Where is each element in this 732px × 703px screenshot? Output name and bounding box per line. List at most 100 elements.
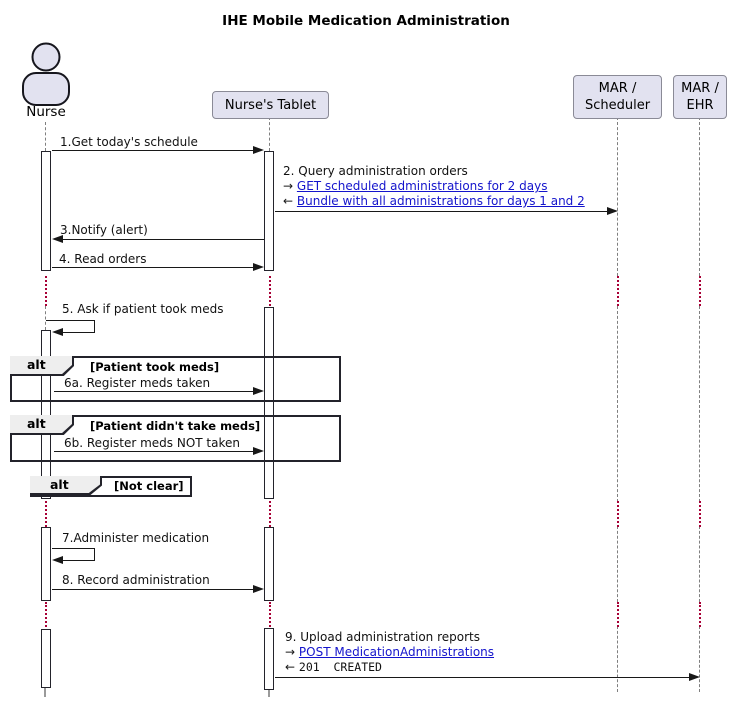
delay-dots xyxy=(699,501,701,527)
message-7-arrow xyxy=(63,560,95,561)
message-6b-arrowhead xyxy=(253,447,264,455)
message-4-arrow xyxy=(52,267,254,268)
ehr-lifeline xyxy=(699,526,700,602)
ehr-lifeline xyxy=(699,626,700,692)
nurse-lifeline xyxy=(45,306,46,330)
alt-keyword: alt xyxy=(27,416,46,431)
delay-dots xyxy=(45,501,47,527)
scheduler-lifeline xyxy=(617,626,618,692)
ehr-lifeline xyxy=(699,117,700,276)
message-5-arrowhead xyxy=(52,328,63,336)
message-9-request-link[interactable]: POST MedicationAdministrations xyxy=(298,645,495,659)
tablet-activation xyxy=(264,151,274,271)
alt-frame-didnt-take-meds: alt [Patient didn't take meds] xyxy=(10,415,341,462)
message-3-arrowhead xyxy=(52,235,63,243)
alt-condition: [Not clear] xyxy=(114,479,184,493)
message-5-arrow xyxy=(94,320,95,333)
participant-scheduler-label-2: Scheduler xyxy=(584,98,651,113)
message-6a-arrowhead xyxy=(253,387,264,395)
message-9-arrow xyxy=(275,677,689,678)
delay-dots xyxy=(617,602,619,627)
delay-dots xyxy=(617,501,619,527)
tablet-lifeline xyxy=(269,117,270,151)
message-1-arrowhead xyxy=(253,146,264,154)
delay-dots xyxy=(45,276,47,306)
nurse-lifeline-end xyxy=(44,688,46,697)
tablet-activation xyxy=(264,527,274,601)
message-9-title: 9. Upload administration reports xyxy=(285,630,481,644)
alt-frame-not-clear: alt [Not clear] xyxy=(30,476,192,497)
nurse-actor-icon xyxy=(22,42,70,106)
message-2-arrowhead xyxy=(607,207,618,215)
message-8-label: 8. Record administration xyxy=(62,573,210,587)
message-4-label: 4. Read orders xyxy=(59,252,147,266)
participant-ehr-label-1: MAR / xyxy=(681,81,719,96)
message-6a-arrow xyxy=(54,391,254,392)
message-2-response-link[interactable]: Bundle with all administrations for days… xyxy=(296,194,585,208)
alt-frame-took-meds: alt [Patient took meds] xyxy=(10,356,341,402)
message-6a-label: 6a. Register meds taken xyxy=(64,376,211,390)
message-9-response-code: 201 CREATED xyxy=(298,660,382,674)
message-7-arrowhead xyxy=(52,556,63,564)
message-1-arrow xyxy=(52,150,254,151)
scheduler-lifeline xyxy=(617,526,618,602)
delay-dots xyxy=(699,602,701,627)
participant-tablet-label: Nurse's Tablet xyxy=(224,97,317,113)
message-4-arrowhead xyxy=(253,263,264,271)
message-5-arrow xyxy=(46,320,95,321)
alt-frame-pentagon: alt xyxy=(10,356,74,376)
message-6b-label: 6b. Register meds NOT taken xyxy=(64,436,240,450)
message-2-request-link[interactable]: GET scheduled administrations for 2 days xyxy=(296,179,548,193)
message-7-label: 7.Administer medication xyxy=(62,531,210,545)
alt-keyword: alt xyxy=(27,357,46,372)
tablet-lifeline-end xyxy=(268,689,270,697)
participant-scheduler-label-1: MAR / xyxy=(598,81,637,96)
message-6b-arrow xyxy=(54,451,254,452)
nurse-activation xyxy=(41,629,51,688)
alt-condition: [Patient didn't take meds] xyxy=(90,419,261,433)
delay-dots xyxy=(269,501,271,527)
message-5-label: 5. Ask if patient took meds xyxy=(62,302,224,316)
message-5-arrow xyxy=(63,332,95,333)
message-9-label: 9. Upload administration reports → POST … xyxy=(285,630,494,675)
message-3-arrow xyxy=(63,239,264,240)
message-1-label: 1.Get today's schedule xyxy=(60,135,198,149)
request-arrow-icon: → xyxy=(285,645,296,659)
nurse-activation xyxy=(41,527,51,601)
response-arrow-icon: ← xyxy=(283,194,294,208)
participant-ehr-label-2: EHR xyxy=(686,98,714,113)
nurse-activation xyxy=(41,151,51,271)
tablet-activation xyxy=(264,307,274,499)
message-8-arrowhead xyxy=(253,585,264,593)
response-arrow-icon: ← xyxy=(285,660,296,674)
scheduler-lifeline xyxy=(617,306,618,502)
participant-scheduler: MAR / Scheduler xyxy=(573,75,662,119)
diagram-title: IHE Mobile Medication Administration xyxy=(222,13,510,29)
message-2-label: 2. Query administration orders → GET sch… xyxy=(283,164,585,209)
delay-dots xyxy=(269,276,271,306)
nurse-lifeline xyxy=(45,122,46,151)
ehr-lifeline xyxy=(699,306,700,502)
delay-dots xyxy=(617,276,619,306)
message-7-arrow xyxy=(94,548,95,561)
message-3-label: 3.Notify (alert) xyxy=(60,223,148,237)
alt-frame-pentagon: alt xyxy=(30,476,102,495)
message-2-arrow xyxy=(275,211,607,212)
delay-dots xyxy=(699,276,701,306)
alt-frame-pentagon: alt xyxy=(10,415,74,435)
participant-tablet: Nurse's Tablet xyxy=(212,91,329,119)
alt-condition: [Patient took meds] xyxy=(90,360,220,374)
nurse-activation xyxy=(41,330,51,499)
message-2-title: 2. Query administration orders xyxy=(283,164,468,178)
delay-dots xyxy=(45,602,47,627)
message-9-arrowhead xyxy=(689,673,700,681)
request-arrow-icon: → xyxy=(283,179,294,193)
alt-keyword: alt xyxy=(50,477,69,492)
message-8-arrow xyxy=(52,589,254,590)
delay-dots xyxy=(269,602,271,627)
scheduler-lifeline xyxy=(617,117,618,276)
message-7-arrow xyxy=(52,548,95,549)
tablet-activation xyxy=(264,628,274,690)
nurse-actor-label: Nurse xyxy=(26,104,66,120)
